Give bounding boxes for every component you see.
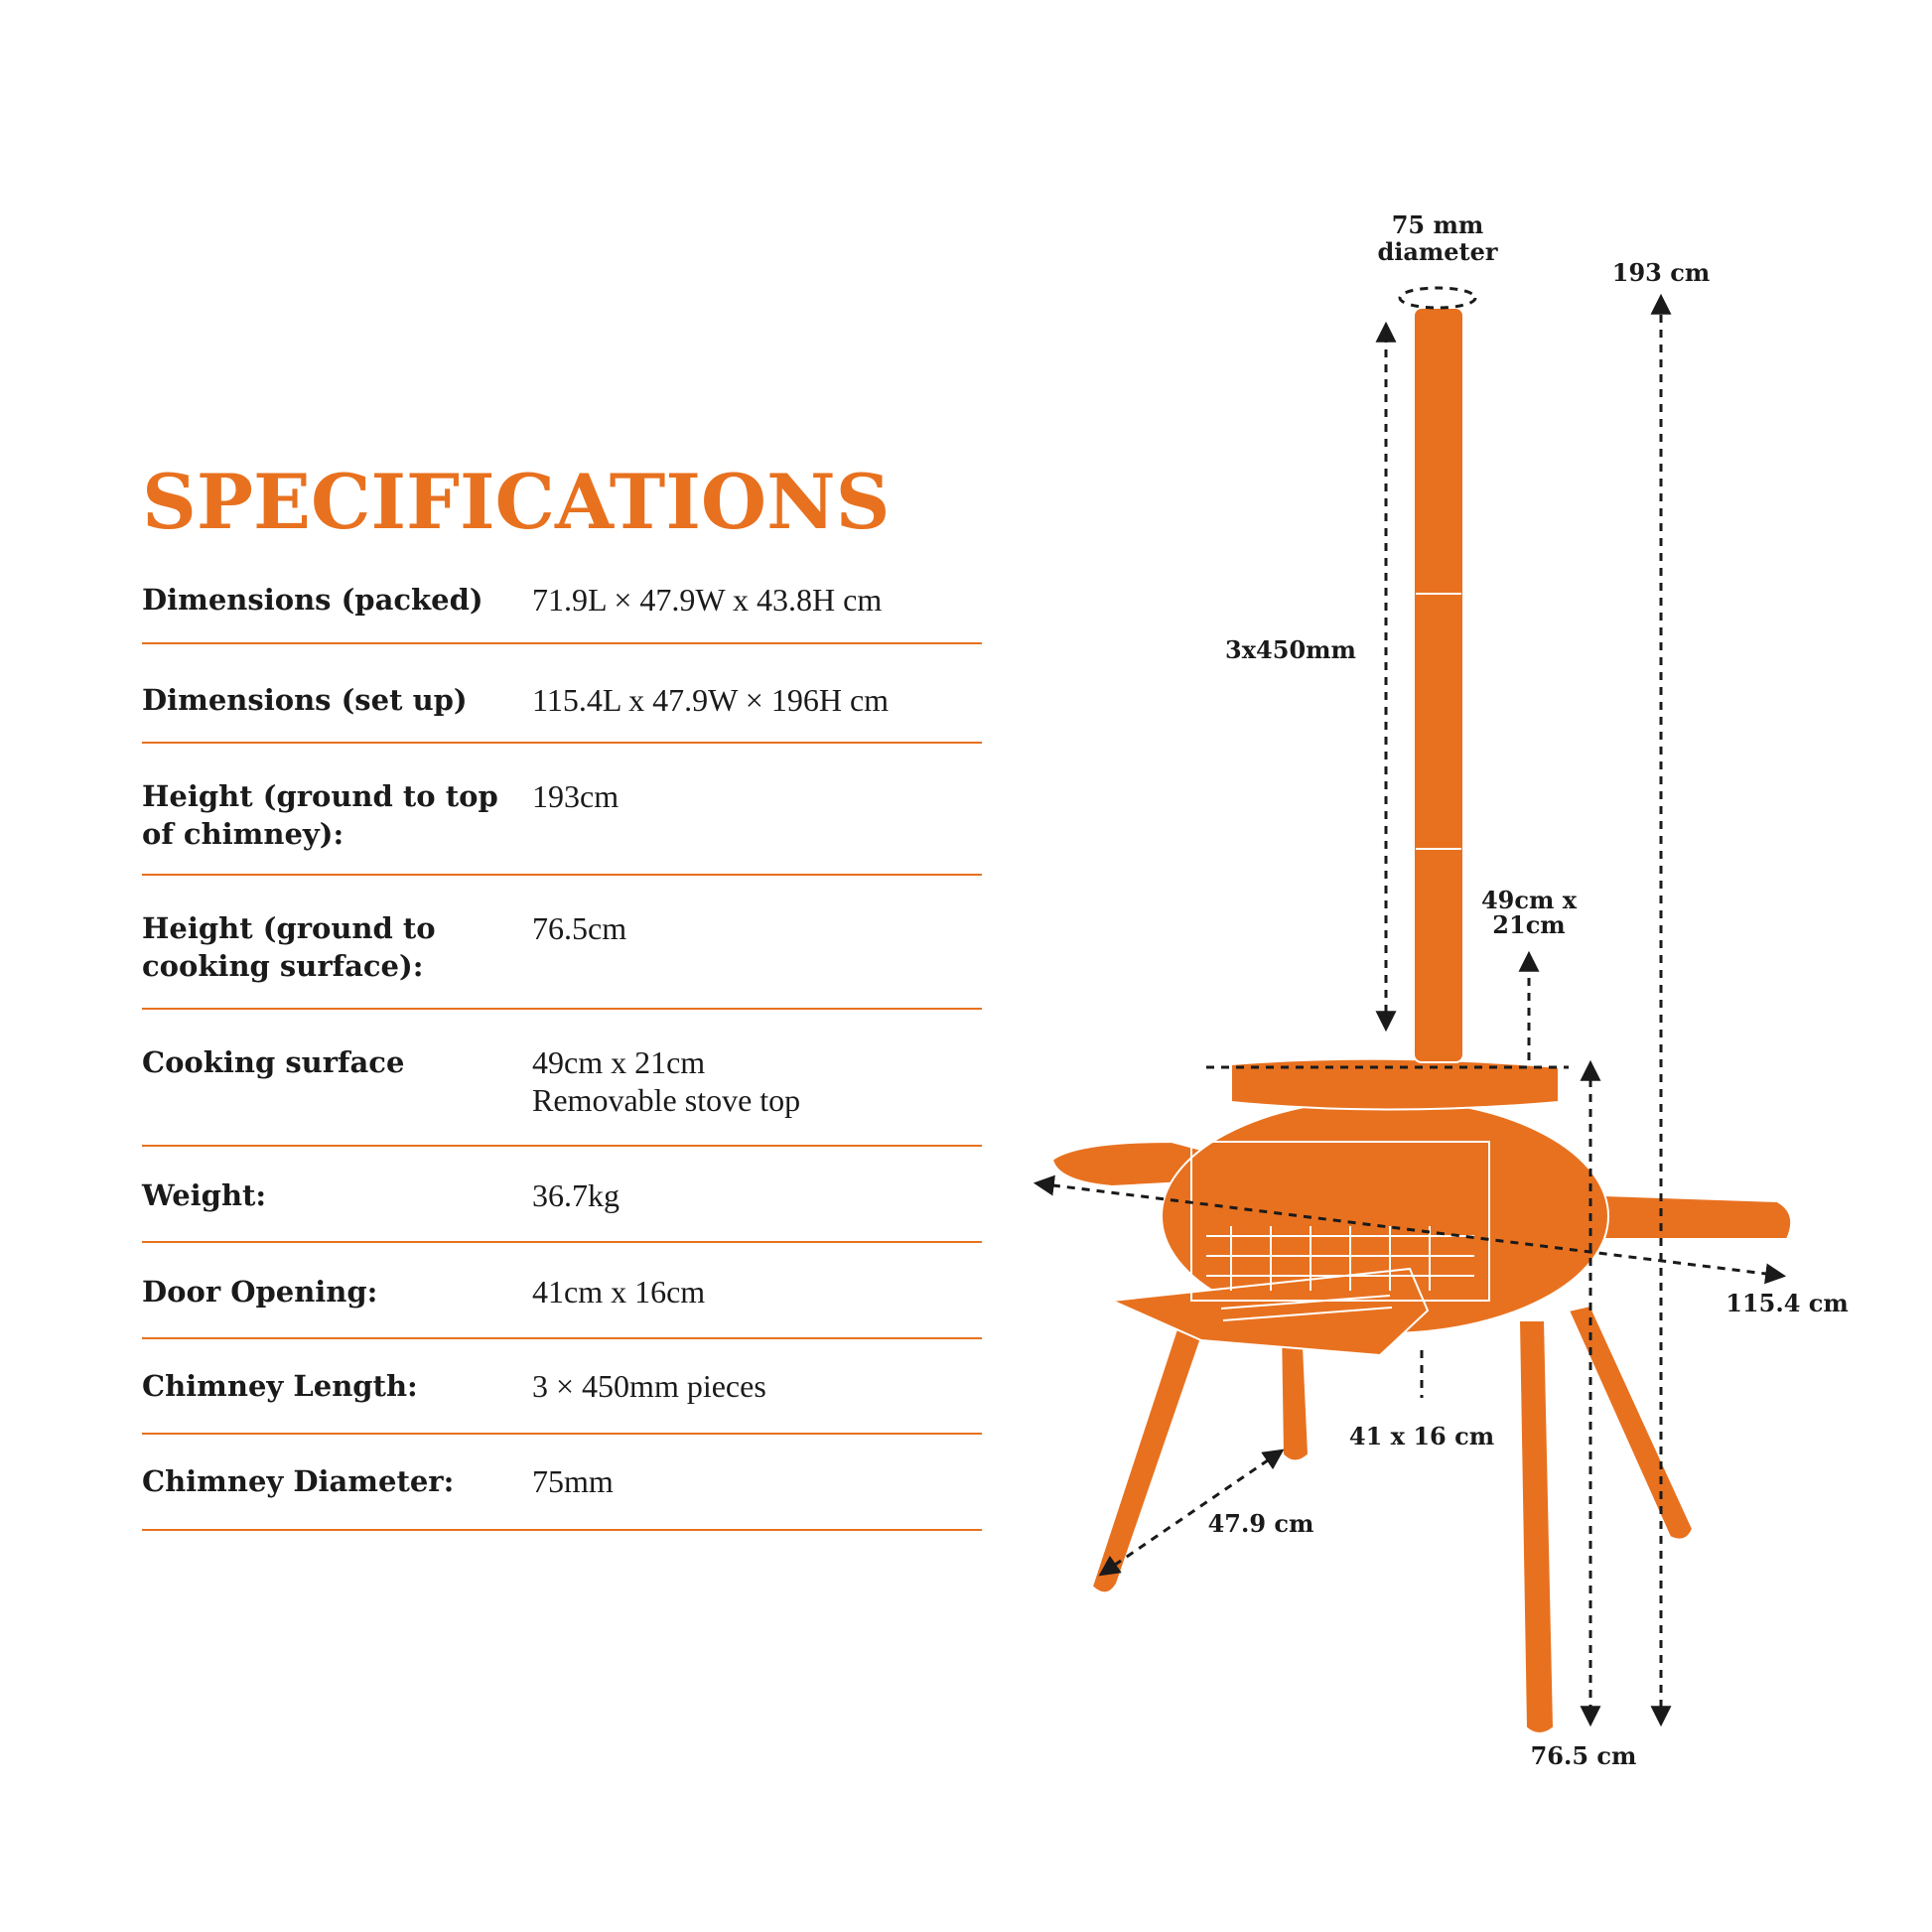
leg-front-right bbox=[1517, 1319, 1556, 1734]
leg-back-right bbox=[1567, 1304, 1695, 1541]
spec-value: 71.9L × 47.9W x 43.8H cm bbox=[532, 582, 883, 618]
spec-label: Dimensions (set up) bbox=[142, 683, 468, 717]
spec-row: Dimensions (packed) 71.9L × 47.9W x 43.8… bbox=[142, 561, 982, 644]
door-vents bbox=[1220, 1295, 1393, 1321]
spec-value: 3 × 450mm pieces bbox=[532, 1368, 766, 1404]
total-height-label: 193 cm bbox=[1612, 258, 1710, 287]
chimney-diameter-label: diameter bbox=[1377, 237, 1497, 266]
cooking-surface-label: 49cm x bbox=[1481, 886, 1578, 914]
spec-row: Height (ground to top of chimney): 193cm bbox=[142, 744, 982, 876]
door-label: 41 x 16 cm bbox=[1349, 1422, 1494, 1450]
spec-row: Chimney Diameter: 75mm bbox=[142, 1435, 982, 1531]
cooking-height-label: 76.5 cm bbox=[1531, 1741, 1637, 1770]
spec-value: 76.5cm bbox=[532, 910, 627, 946]
length-label: 115.4 cm bbox=[1725, 1289, 1849, 1317]
spec-value: 36.7kg bbox=[532, 1177, 620, 1213]
chimney-diameter-marker bbox=[1398, 286, 1477, 310]
chimney-sections-label: 3x450mm bbox=[1225, 635, 1356, 664]
spec-label: Chimney Length: bbox=[142, 1369, 418, 1403]
page-title: SPECIFICATIONS bbox=[142, 458, 891, 546]
spec-label: Weight: bbox=[142, 1178, 267, 1212]
spec-label: Door Opening: bbox=[142, 1275, 378, 1309]
spec-label: Chimney Diameter: bbox=[142, 1464, 455, 1498]
spec-value: 115.4L x 47.9W × 196H cm bbox=[532, 682, 890, 718]
spec-label: Height (ground to cooking surface): bbox=[142, 911, 436, 983]
stove-illustration bbox=[1050, 307, 1793, 1734]
spec-row: Chimney Length: 3 × 450mm pieces bbox=[142, 1339, 982, 1435]
chimney-diameter-label: 75 mm bbox=[1392, 210, 1484, 239]
dimension-lines bbox=[1033, 286, 1787, 1727]
length-line bbox=[1033, 1174, 1787, 1285]
spec-row: Door Opening: 41cm x 16cm bbox=[142, 1243, 982, 1339]
stove-top bbox=[1230, 1057, 1560, 1111]
spec-value: 41cm x 16cm bbox=[532, 1274, 706, 1310]
spec-label: Height (ground to top of chimney): bbox=[142, 779, 498, 851]
spec-value: 193cm bbox=[532, 778, 620, 814]
spec-value: 75mm bbox=[532, 1463, 614, 1499]
spec-table: Dimensions (packed) 71.9L × 47.9W x 43.8… bbox=[142, 561, 982, 1531]
chimney bbox=[1413, 307, 1464, 1063]
cooking-surface-label: 21cm bbox=[1492, 910, 1565, 939]
spec-row: Dimensions (set up) 115.4L x 47.9W × 196… bbox=[142, 644, 982, 744]
width-label: 47.9 cm bbox=[1208, 1509, 1314, 1538]
spec-label: Dimensions (packed) bbox=[142, 583, 483, 617]
spec-row: Height (ground to cooking surface): 76.5… bbox=[142, 876, 982, 1010]
leg-front-left bbox=[1090, 1318, 1205, 1594]
spec-row: Weight: 36.7kg bbox=[142, 1147, 982, 1243]
spec-label: Cooking surface bbox=[142, 1045, 405, 1079]
width-line bbox=[1098, 1449, 1285, 1577]
